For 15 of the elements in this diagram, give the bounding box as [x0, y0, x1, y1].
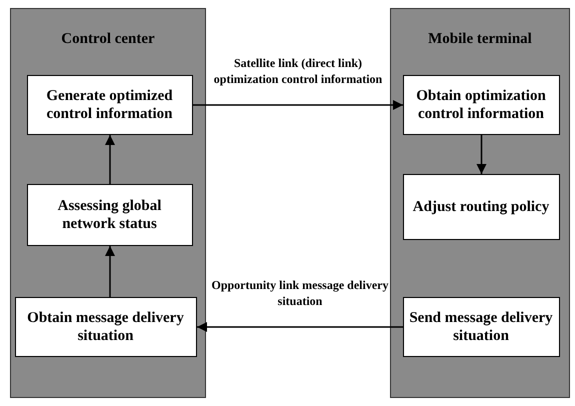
panel-title: Control center: [60, 31, 156, 48]
panel-title: Mobile terminal: [427, 31, 533, 48]
process-box: Obtain message delivery situation: [14, 296, 196, 356]
process-box: Adjust routing policy: [402, 174, 560, 240]
arrow: [476, 135, 486, 174]
arrow: [105, 246, 115, 297]
process-box: Send message delivery situation: [402, 296, 560, 356]
arrow: [105, 135, 115, 184]
group-panel: [10, 8, 206, 398]
process-box: Generate optimized control information: [26, 74, 192, 134]
group-panel: [390, 8, 570, 398]
arrow: [193, 100, 403, 110]
arrow: [197, 322, 403, 332]
process-box: Obtain optimization control information: [402, 74, 560, 134]
process-box: Assessing global network status: [26, 184, 192, 246]
